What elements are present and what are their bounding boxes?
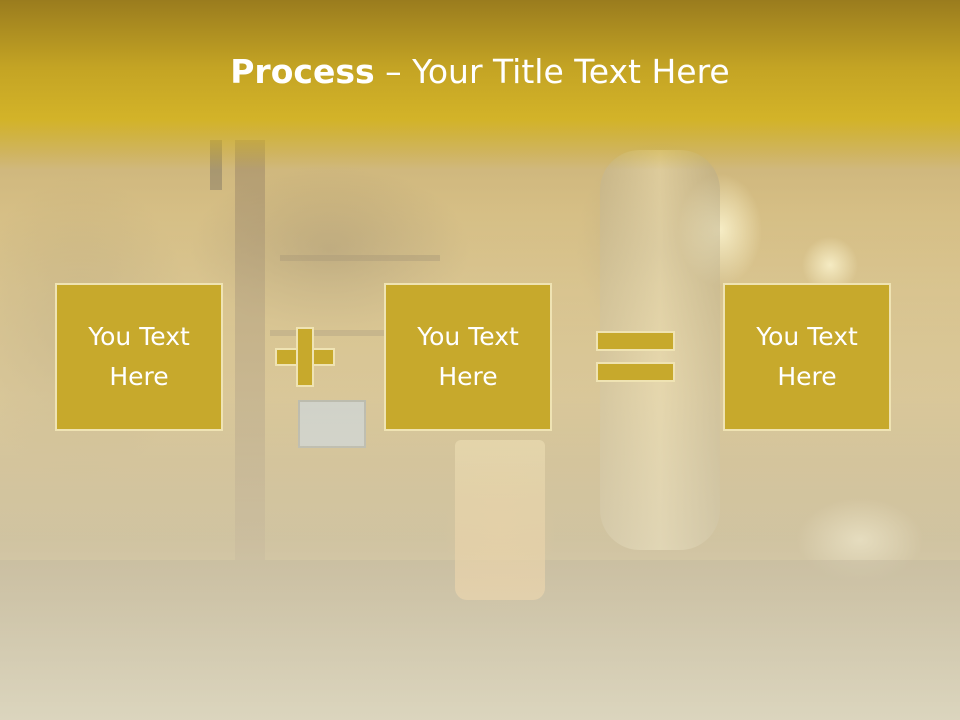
plus-center: [298, 350, 312, 364]
equals-icon: [596, 331, 675, 383]
title-rest: – Your Title Text Here: [374, 52, 730, 91]
equals-bar-top: [596, 331, 675, 351]
process-box-1[interactable]: You Text Here: [55, 283, 223, 431]
process-box-2[interactable]: You Text Here: [384, 283, 552, 431]
process-box-3[interactable]: You Text Here: [723, 283, 891, 431]
slide-title[interactable]: Process – Your Title Text Here: [0, 52, 960, 91]
title-bold: Process: [230, 52, 375, 91]
title-band: [0, 0, 960, 170]
plus-icon: [275, 327, 335, 387]
equals-bar-bottom: [596, 362, 675, 382]
